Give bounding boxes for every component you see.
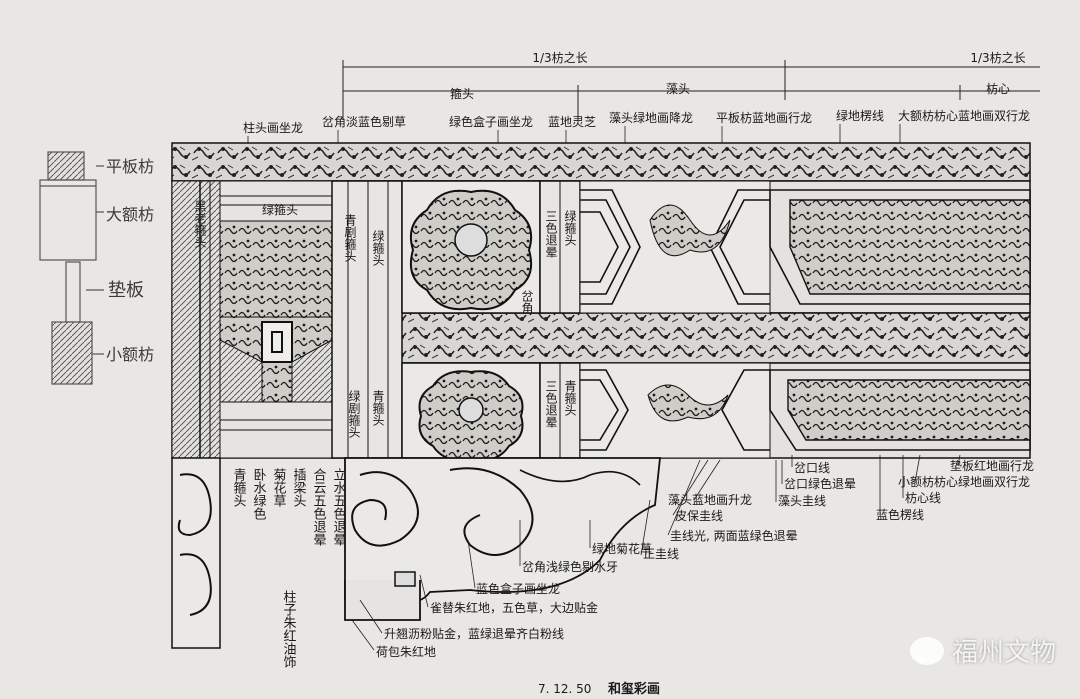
label-left-zhuzi: 柱子朱红油饰 bbox=[281, 590, 297, 668]
dim-zaotou-label: 藻头 bbox=[666, 82, 690, 96]
dim-gutou-label: 箍头 bbox=[450, 86, 474, 101]
label-fangxin-line: 枋心线 bbox=[905, 490, 941, 505]
watermark: 福州文物 bbox=[909, 632, 1056, 669]
sketch-label-big: 大额枋 bbox=[106, 205, 154, 224]
label-dianban: 垫板红地画行龙 bbox=[950, 458, 1034, 473]
label-big-fangxin: 大额枋枋心蓝地画双行龙 bbox=[898, 108, 1030, 123]
label-zaotou-blue: 藻头蓝地画升龙 bbox=[668, 493, 752, 507]
label-chakou: 岔口线 bbox=[794, 461, 830, 475]
label-left-cha: 插梁头 bbox=[291, 468, 307, 507]
label-qing-gutou: 青剧箍头 bbox=[343, 214, 357, 262]
label-three-color: 三色退晕 bbox=[544, 210, 558, 258]
label-green-lengxian: 绿地楞线 bbox=[836, 108, 884, 123]
label-green-gutou-lower: 绿剧箍头 bbox=[347, 389, 361, 438]
label-qing-gutou-3: 青箍头 bbox=[563, 380, 577, 416]
label-queti: 雀替朱红地，五色草，大边贴金 bbox=[430, 600, 598, 615]
label-black-gutou: 黑老箍头 bbox=[193, 200, 207, 248]
label-shengchi: 升翘沥粉贴金，蓝绿退晕齐白粉线 bbox=[384, 626, 564, 641]
sketch-label-small: 小额枋 bbox=[106, 345, 154, 364]
label-zhutou: 柱头画坐龙 bbox=[243, 120, 303, 135]
label-left-he: 合云五色退晕 bbox=[311, 468, 327, 546]
dim-fangxin-label: 枋心 bbox=[986, 81, 1010, 96]
label-hebao: 荷包朱红地 bbox=[376, 644, 436, 659]
label-green-gutou: 绿箍头 bbox=[262, 202, 298, 217]
label-chajiao-inner: 岔角 bbox=[520, 290, 534, 315]
label-blue-leng: 蓝色楞线 bbox=[876, 507, 924, 522]
label-pingban: 平板枋蓝地画行龙 bbox=[716, 110, 812, 125]
label-guixian: 圭线光, 两面蓝绿色退晕 bbox=[670, 528, 798, 543]
wechat-icon bbox=[909, 636, 944, 665]
label-green-ju: 绿地菊花草 bbox=[592, 541, 652, 556]
label-zaotou-gui: 藻头圭线 bbox=[778, 494, 826, 508]
label-green-gutou-3: 绿箍头 bbox=[563, 209, 577, 246]
label-chakou-green: 岔口绿色退晕 bbox=[784, 476, 856, 491]
label-chajiao: 岔角淡蓝色剔草 bbox=[322, 115, 406, 129]
label-zaotou-green: 藻头绿地画降龙 bbox=[609, 110, 693, 125]
dim-one-third-right-label: 1/3枋之长 bbox=[970, 50, 1025, 65]
sketch-label-dian: 垫板 bbox=[108, 280, 144, 301]
caption-title: 和玺彩画 bbox=[608, 681, 660, 697]
label-green-gutou-2: 绿箍头 bbox=[371, 229, 385, 266]
caption-number: 7. 12. 50 bbox=[538, 682, 591, 696]
bottom-leader-lines bbox=[351, 454, 961, 651]
label-left-ju: 菊花草 bbox=[271, 468, 287, 507]
label-blue-lingzhi: 蓝地灵芝 bbox=[548, 114, 596, 129]
sketch-label-pingban: 平板枋 bbox=[106, 157, 154, 176]
label-three-color-2: 三色退晕 bbox=[544, 380, 558, 428]
label-left-li: 立水五色退晕 bbox=[331, 468, 347, 546]
label-left-wo: 卧水绿色 bbox=[251, 468, 267, 520]
label-pibao: 皮保圭线 bbox=[675, 509, 723, 523]
label-left-qing: 青箍头 bbox=[231, 468, 247, 507]
label-chajiao-shallow: 岔角浅绿色剔水牙 bbox=[522, 559, 618, 574]
hand-sketch bbox=[39, 151, 104, 385]
label-zheng: 正圭线 bbox=[643, 547, 679, 561]
dim-one-third-label: 1/3枋之长 bbox=[532, 50, 587, 65]
watermark-text: 福州文物 bbox=[951, 638, 1056, 668]
label-qing-gutou-2: 青箍头 bbox=[371, 390, 385, 426]
dimension-lines bbox=[342, 60, 1040, 120]
label-green-box: 绿色盒子画坐龙 bbox=[449, 114, 533, 129]
beam-drawing bbox=[171, 142, 1031, 649]
label-blue-box: 蓝色盒子画坐龙 bbox=[476, 581, 560, 596]
label-small-fangxin: 小额枋枋心绿地画双行龙 bbox=[898, 474, 1030, 489]
